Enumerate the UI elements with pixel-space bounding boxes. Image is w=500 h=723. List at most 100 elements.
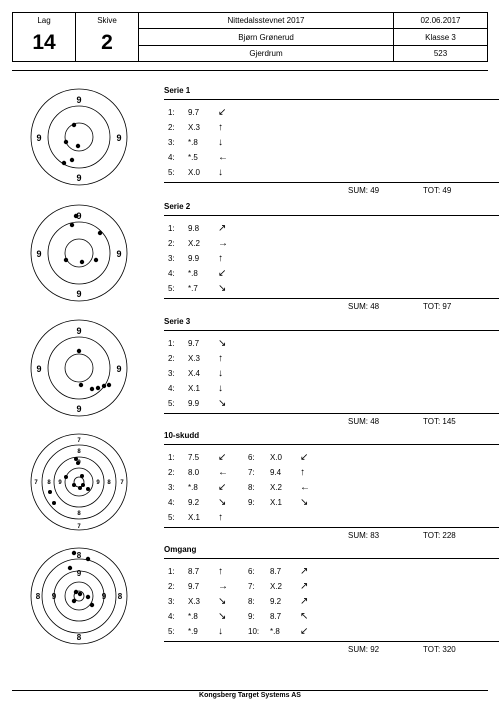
ring-label: 8 [47,480,51,486]
series-title-underline [164,558,499,559]
series-title: Omgang [164,545,197,554]
shot-hole [72,483,76,487]
shot-hole [89,386,95,392]
ring-label: 7 [77,438,81,444]
shot-hole [63,257,69,263]
ring-label: 8 [77,551,82,560]
ring-label: 9 [116,249,121,259]
series-title-underline [164,215,499,216]
footer-divider [12,690,488,691]
ring-label: 9 [76,326,81,336]
shot-hole [78,486,82,490]
series-title-underline [164,99,499,100]
shot-hole [71,122,77,128]
series-title-underline [164,444,499,445]
ring-label: 9 [76,173,81,183]
ring-label: 9 [36,249,41,259]
skive-value: 2 [101,31,113,54]
ring-label: 9 [77,569,82,578]
ring-label: 8 [77,633,82,642]
series-sum: SUM: 48 [348,302,380,311]
ring-label: 8 [77,511,81,517]
shot-hole [74,457,78,461]
ring-label: 9 [116,133,121,143]
shot-hole [48,490,52,494]
shot-hole [69,157,75,163]
sum-divider [164,298,499,299]
shot-hole [76,348,82,354]
shooter-club: Gjerdrum [138,45,394,62]
series-section: 8 9 8 8 9 9 8 Omgang 1:8.7↑ 2:9.7→ 3:X.3… [12,545,499,657]
series-title: Serie 1 [164,86,191,95]
shot-hole [76,461,80,465]
series-section: 9 9 9 9 Serie 1 1:9.7↙ 2:X.3↑ 3:*.8↓ 4:*… [12,86,499,196]
series-title-underline [164,330,499,331]
shot-hole [61,160,67,166]
series-total: TOT: 49 [423,186,452,195]
shot-hole [81,483,85,487]
sum-divider [164,413,499,414]
shot-hole [101,383,107,389]
leg-cell: Lag 14 [12,12,76,62]
series-title: Serie 2 [164,202,191,211]
ring-label: 8 [77,449,81,455]
series-title: 10-skudd [164,431,200,440]
ring-label: 7 [120,480,124,486]
ring-label: 9 [76,404,81,414]
sum-divider [164,527,499,528]
ring-label: 9 [36,133,41,143]
shot-hole [106,382,112,388]
series-title: Serie 3 [164,317,191,326]
series-total: TOT: 320 [423,645,456,654]
series-sum: SUM: 92 [348,645,380,654]
shot-hole [67,565,73,571]
ring-label: 9 [96,480,100,486]
target-image: 8 9 8 8 9 9 8 [30,547,128,645]
target-image: 9 9 9 9 [30,204,128,302]
series-section: 7 8 9 9 8 7 9 8 7 8 7 10-skudd 1:7.5↙ 2:… [12,431,499,543]
ring-label: 9 [102,592,107,601]
sum-divider [164,641,499,642]
shot-hole [78,382,84,388]
shot-hole [85,556,91,562]
shot-hole [80,474,84,478]
leg-label: Lag [37,16,51,25]
target-image: 9 9 9 9 [30,319,128,417]
series-total: TOT: 97 [423,302,452,311]
ring-label: 9 [52,592,57,601]
shot-hole [71,550,77,556]
ring-label: 9 [116,364,121,374]
series-total: TOT: 228 [423,531,456,540]
shot-hole [69,222,75,228]
leg-value: 14 [32,31,56,54]
shot-hole [73,589,79,595]
ring-label: 8 [107,480,111,486]
series-sum: SUM: 49 [348,186,380,195]
shot-hole [95,385,101,391]
header-table: Lag 14 Skive 2 Nittedalsstevnet 2017 02.… [12,12,488,62]
shot-hole [77,591,83,597]
series-section: 9 9 9 9 Serie 3 1:9.7↘ 2:X.3↑ 3:X.4↓ 4:X… [12,317,499,427]
target-image: 9 9 9 9 [30,88,128,186]
series-total: TOT: 145 [423,417,456,426]
shot-hole [97,230,103,236]
event-name: Nittedalsstevnet 2017 [138,12,394,29]
ring-label: 8 [118,592,123,601]
skive-label: Skive [97,16,117,25]
ring-label: 8 [36,592,41,601]
shooter-class: Klasse 3 [393,28,488,46]
series-section: 9 9 9 9 Serie 2 1:9.8↗ 2:X.2→ 3:9.9↑ 4:*… [12,202,499,312]
shot-hole [89,602,95,608]
sum-divider [164,182,499,183]
ring-label: 7 [34,480,38,486]
shot-hole [71,598,77,604]
shot-hole [63,139,69,145]
header-divider [12,70,488,71]
ring-label: 9 [76,289,81,299]
shot-hole [64,475,68,479]
skive-cell: Skive 2 [75,12,139,62]
shot-hole [75,143,81,149]
event-date: 02.06.2017 [393,12,488,29]
ring-label: 9 [58,480,62,486]
ring-label: 9 [76,95,81,105]
